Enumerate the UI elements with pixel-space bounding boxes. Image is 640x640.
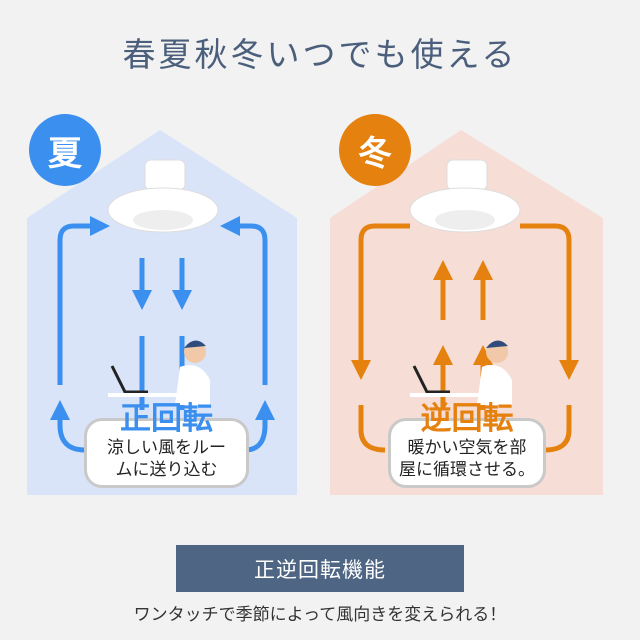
winter-arrows (351, 223, 579, 453)
winter-desc-1: 暖かい空気を部 (407, 438, 527, 458)
winter-bubble: 逆回転 暖かい空気を部 屋に循環させる。 (388, 401, 546, 488)
winter-desc-2: 屋に循環させる。 (399, 460, 535, 480)
winter-fan-icon (409, 159, 521, 233)
winter-person-icon (410, 340, 512, 405)
caption: ワンタッチで季節によって風向きを変えられる！ (133, 605, 507, 625)
summer-badge: 夏 (29, 114, 101, 186)
summer-person-icon (108, 340, 210, 405)
summer-bubble: 正回転 涼しい風をルー ムに送り込む (84, 401, 249, 488)
feature-banner: 正逆回転機能 (176, 545, 464, 592)
winter-mode: 逆回転 (420, 401, 514, 437)
winter-badge: 冬 (339, 114, 411, 186)
summer-fan-icon (107, 159, 219, 233)
summer-desc-2: ムに送り込む (115, 460, 218, 480)
winter-house (330, 130, 603, 495)
summer-mode: 正回転 (120, 401, 213, 437)
summer-desc-1: 涼しい風をルー (107, 438, 226, 458)
page-title: 春夏秋冬いつでも使える (122, 35, 518, 74)
